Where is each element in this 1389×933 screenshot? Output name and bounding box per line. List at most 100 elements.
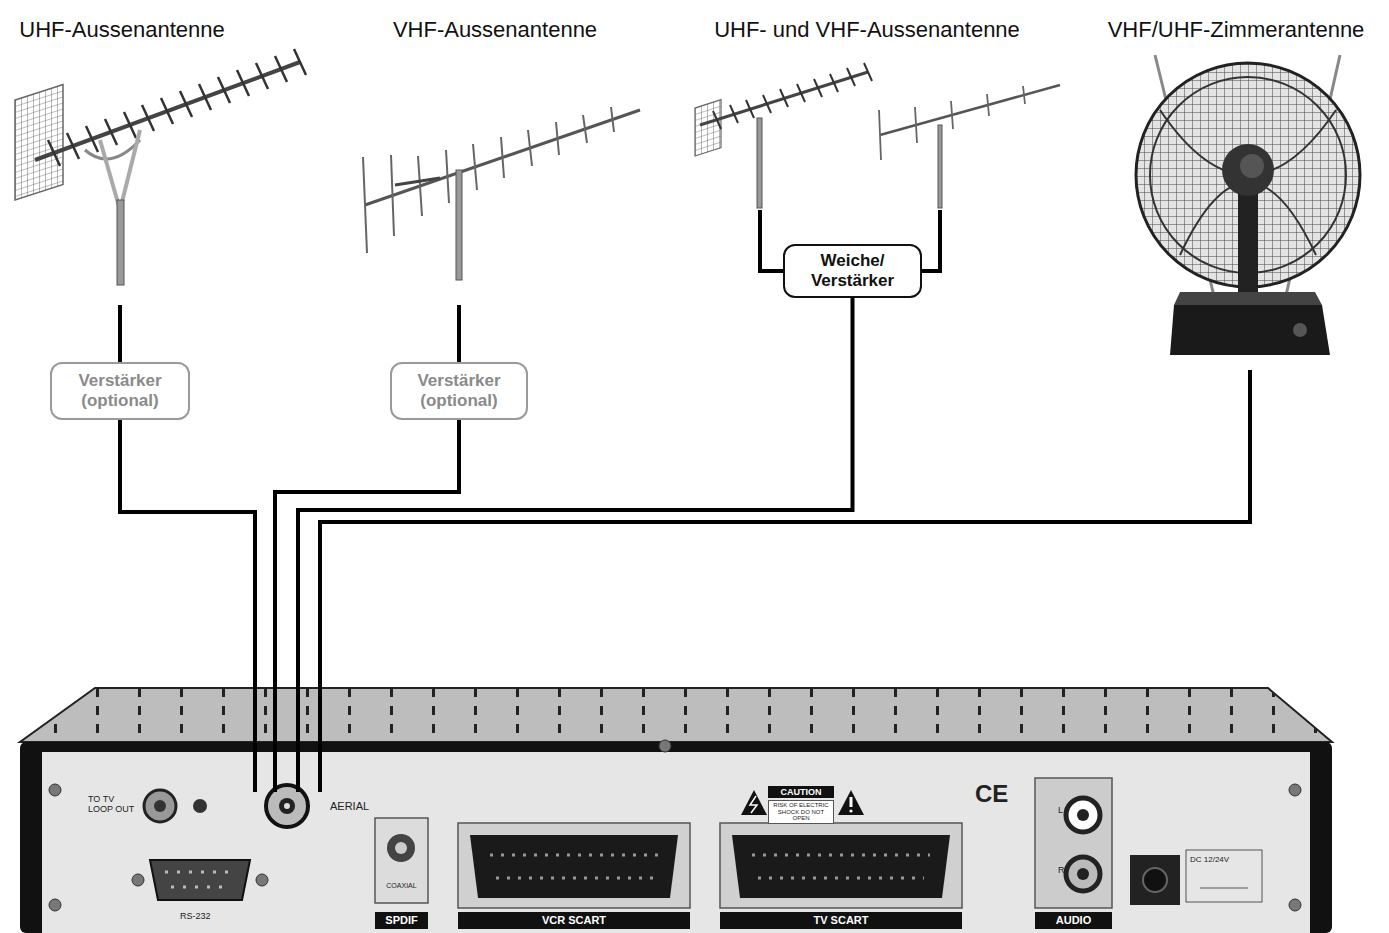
- connector-wire: [275, 420, 459, 742]
- port-label: TO TV LOOP OUT: [88, 795, 140, 815]
- indoor-antenna-part: [1174, 292, 1322, 305]
- antenna-group: VHF-Aussenantenne: [350, 15, 660, 305]
- receiver-body-part: [266, 785, 308, 827]
- antenna-pair-part: [938, 125, 942, 208]
- antenna-group: VHF/UHF-Zimmerantenne: [1090, 15, 1385, 370]
- port-bar: VCR SCART: [458, 912, 690, 929]
- uhf-antenna-part: [100, 130, 140, 210]
- receiver-body-part: [193, 799, 207, 813]
- receiver-body-part: [1077, 868, 1089, 880]
- splitter-box: Weiche/ Verstärker: [783, 244, 922, 298]
- wire-line: [118, 305, 122, 362]
- receiver-body-part: [1200, 888, 1248, 889]
- channel-label: L: [1058, 806, 1063, 816]
- receiver-body-part: [1077, 809, 1089, 821]
- vhf-antenna-part: [363, 107, 614, 253]
- port-bar: SPDIF: [375, 912, 428, 929]
- receiver-body-part: [42, 752, 1310, 933]
- antenna-group: UHF- und VHF-Aussenantenne: [690, 15, 1070, 210]
- receiver-body-part: [49, 899, 61, 911]
- wire-line: [275, 420, 459, 742]
- antenna-pair-part-part: [695, 100, 721, 156]
- wire-line: [120, 420, 255, 742]
- antenna-pair-part: [757, 118, 762, 208]
- antenna-pair: [695, 63, 1060, 208]
- receiver-body-part: [49, 784, 61, 796]
- amplifier-box: Verstärker (optional): [50, 362, 190, 420]
- box-label: Verstärker (optional): [60, 371, 180, 410]
- receiver-body-part: [741, 790, 767, 815]
- receiver-body-part: [838, 790, 864, 815]
- receiver-body-part: [1143, 868, 1167, 892]
- receiver-body-part: [659, 740, 671, 752]
- antenna-heading: UHF- und VHF-Aussenantenne: [690, 17, 1044, 43]
- receiver-body-part: [150, 860, 250, 900]
- antenna-pair-part: [879, 86, 1025, 160]
- ce-mark: CE: [975, 782, 1008, 806]
- antenna-pair-part: [880, 85, 1060, 135]
- uhf-antenna-part-part: [15, 84, 63, 200]
- box-label: Verstärker (optional): [400, 371, 518, 410]
- indoor-antenna-part: [1293, 323, 1307, 337]
- receiver-body-part: [395, 842, 407, 854]
- receiver-body-part: [752, 854, 930, 857]
- receiver-body-part: [758, 877, 924, 880]
- antenna-heading: VHF/UHF-Zimmerantenne: [1090, 17, 1382, 43]
- vhf-antenna: [363, 107, 640, 280]
- port-label: RS-232: [180, 912, 211, 922]
- box-label: Weiche/ Verstärker: [793, 251, 912, 290]
- receiver-body-part: [171, 886, 229, 889]
- receiver-body-part: [255, 742, 320, 792]
- port-bar: AUDIO: [1035, 912, 1112, 929]
- port-bar: TV SCART: [720, 912, 962, 929]
- receiver-body-part: [387, 834, 415, 862]
- channel-label: R: [1058, 866, 1065, 876]
- antenna-heading: UHF-Aussenantenne: [10, 17, 234, 43]
- receiver-body-part: [144, 790, 176, 822]
- antenna-group: UHF-Aussenantenne: [10, 15, 310, 305]
- connector-wire: [320, 370, 1250, 742]
- receiver-body-part: [1186, 850, 1262, 902]
- receiver-body-part: [154, 800, 166, 812]
- port-label: COAXIAL: [375, 882, 428, 890]
- receiver-body: [20, 688, 1332, 933]
- antenna-pair-part: [713, 63, 872, 129]
- receiver-body-part: [720, 823, 962, 908]
- receiver-body-part: [132, 874, 144, 886]
- indoor-antenna: [1136, 55, 1360, 355]
- indoor-antenna-part: [1222, 144, 1274, 196]
- receiver-body-part: [470, 835, 678, 898]
- receiver-body-part: [284, 803, 290, 809]
- receiver-body-part: [1289, 784, 1301, 796]
- receiver-body-part: [1066, 857, 1100, 891]
- antenna-pair-part: [695, 100, 721, 156]
- receiver-body-part: [375, 818, 428, 903]
- receiver-body-part: [849, 809, 852, 812]
- receiver-body-part: [20, 742, 1332, 933]
- connector-wire: [459, 305, 460, 362]
- receiver-body-part: [20, 688, 1332, 742]
- power-label: DC 12/24V: [1190, 856, 1256, 865]
- amplifier-box: Verstärker (optional): [390, 362, 528, 420]
- caution-label: CAUTION: [768, 786, 834, 798]
- receiver-panel: TO TV LOOP OUTAERIALCAUTIONRISK OF ELECT…: [20, 742, 1332, 930]
- vhf-antenna-part: [395, 178, 440, 185]
- wire-line: [320, 370, 1250, 742]
- wire-line: [457, 305, 461, 362]
- receiver-body-part: [20, 688, 1332, 742]
- vhf-antenna-part: [456, 170, 462, 280]
- receiver-body-part: [1066, 798, 1100, 832]
- connector-wire: [120, 305, 121, 362]
- receiver-body-part: [279, 798, 295, 814]
- receiver-body-part: [1035, 778, 1112, 908]
- receiver-body-part: [750, 796, 757, 813]
- uhf-antenna-part: [117, 200, 124, 285]
- receiver-body-part: [458, 823, 690, 908]
- indoor-antenna-part: [1170, 305, 1330, 355]
- receiver-body-part: [165, 871, 235, 874]
- indoor-antenna-part: [1240, 154, 1264, 178]
- uhf-antenna-part: [48, 49, 306, 166]
